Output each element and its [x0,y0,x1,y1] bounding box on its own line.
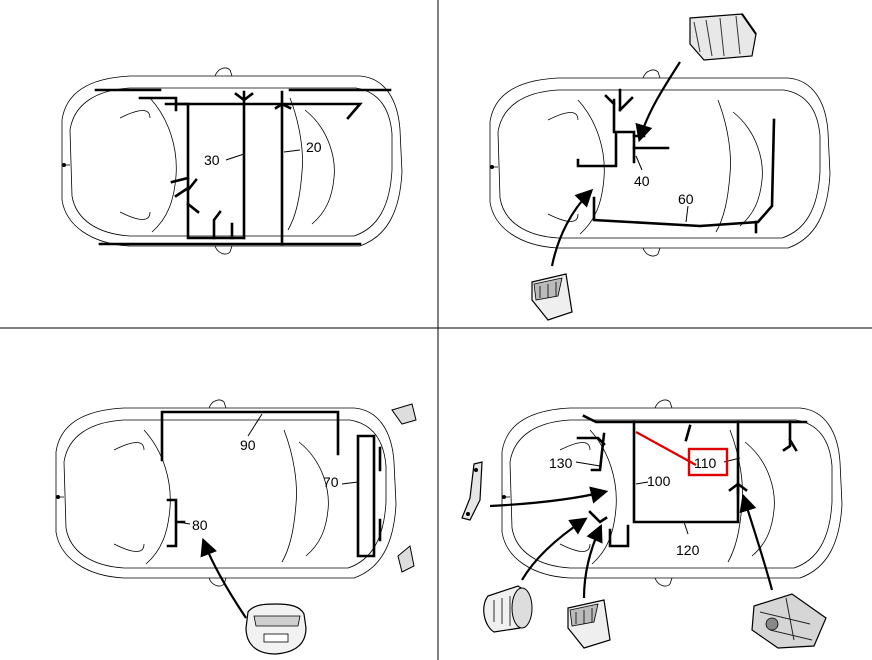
wiring-harness [160,410,382,558]
leader-line-80 [177,521,191,525]
door-part [397,545,415,573]
label-70: 70 [323,474,339,490]
label-90: 90 [240,437,256,453]
panel-top-left: 30 20 [61,67,403,255]
arrow-cylinder [521,517,588,581]
arrow-bracket [489,486,609,508]
leader-line-60 [685,205,689,223]
leader-line-40 [635,155,643,171]
rear-axle-component [751,593,827,649]
label-80: 80 [192,517,208,533]
highlight-pointer-line [635,431,697,466]
bracket-component [461,461,483,521]
arrow-rear-car [200,537,247,619]
leader-line-70 [341,481,359,485]
car-outline [489,69,831,257]
transmission-component [689,13,757,61]
control-unit-component [531,273,573,321]
leader-line-120 [683,521,689,535]
label-120: 120 [676,542,700,558]
mirror-part [391,403,417,425]
label-20: 20 [306,139,322,155]
label-130: 130 [549,455,573,471]
leader-line-20 [283,149,301,153]
label-100: 100 [647,473,671,489]
arrow-control-unit [582,523,603,599]
leader-line-30 [225,153,245,161]
arrow-rear-axle [739,493,774,591]
cylinder-component [483,585,533,633]
wiring-harness [94,88,392,246]
label-110: 110 [694,455,717,471]
panel-bottom-right: 130 100 110 120 [461,399,843,649]
car-outline [55,399,397,587]
rear-car-component [245,603,307,655]
leader-line-130 [575,461,601,467]
panel-top-right: 40 60 [489,13,831,321]
leader-line-100 [635,481,649,485]
label-30: 30 [204,152,220,168]
panel-bottom-left: 90 70 80 [55,399,417,655]
wiring-harness [576,414,808,548]
label-40: 40 [634,173,650,189]
control-unit-component [567,599,611,649]
leader-line-90 [247,413,263,437]
arrow-transmission [635,61,681,143]
arrow-control-unit [550,188,594,267]
wiring-harness [576,88,776,234]
label-60: 60 [678,191,694,207]
